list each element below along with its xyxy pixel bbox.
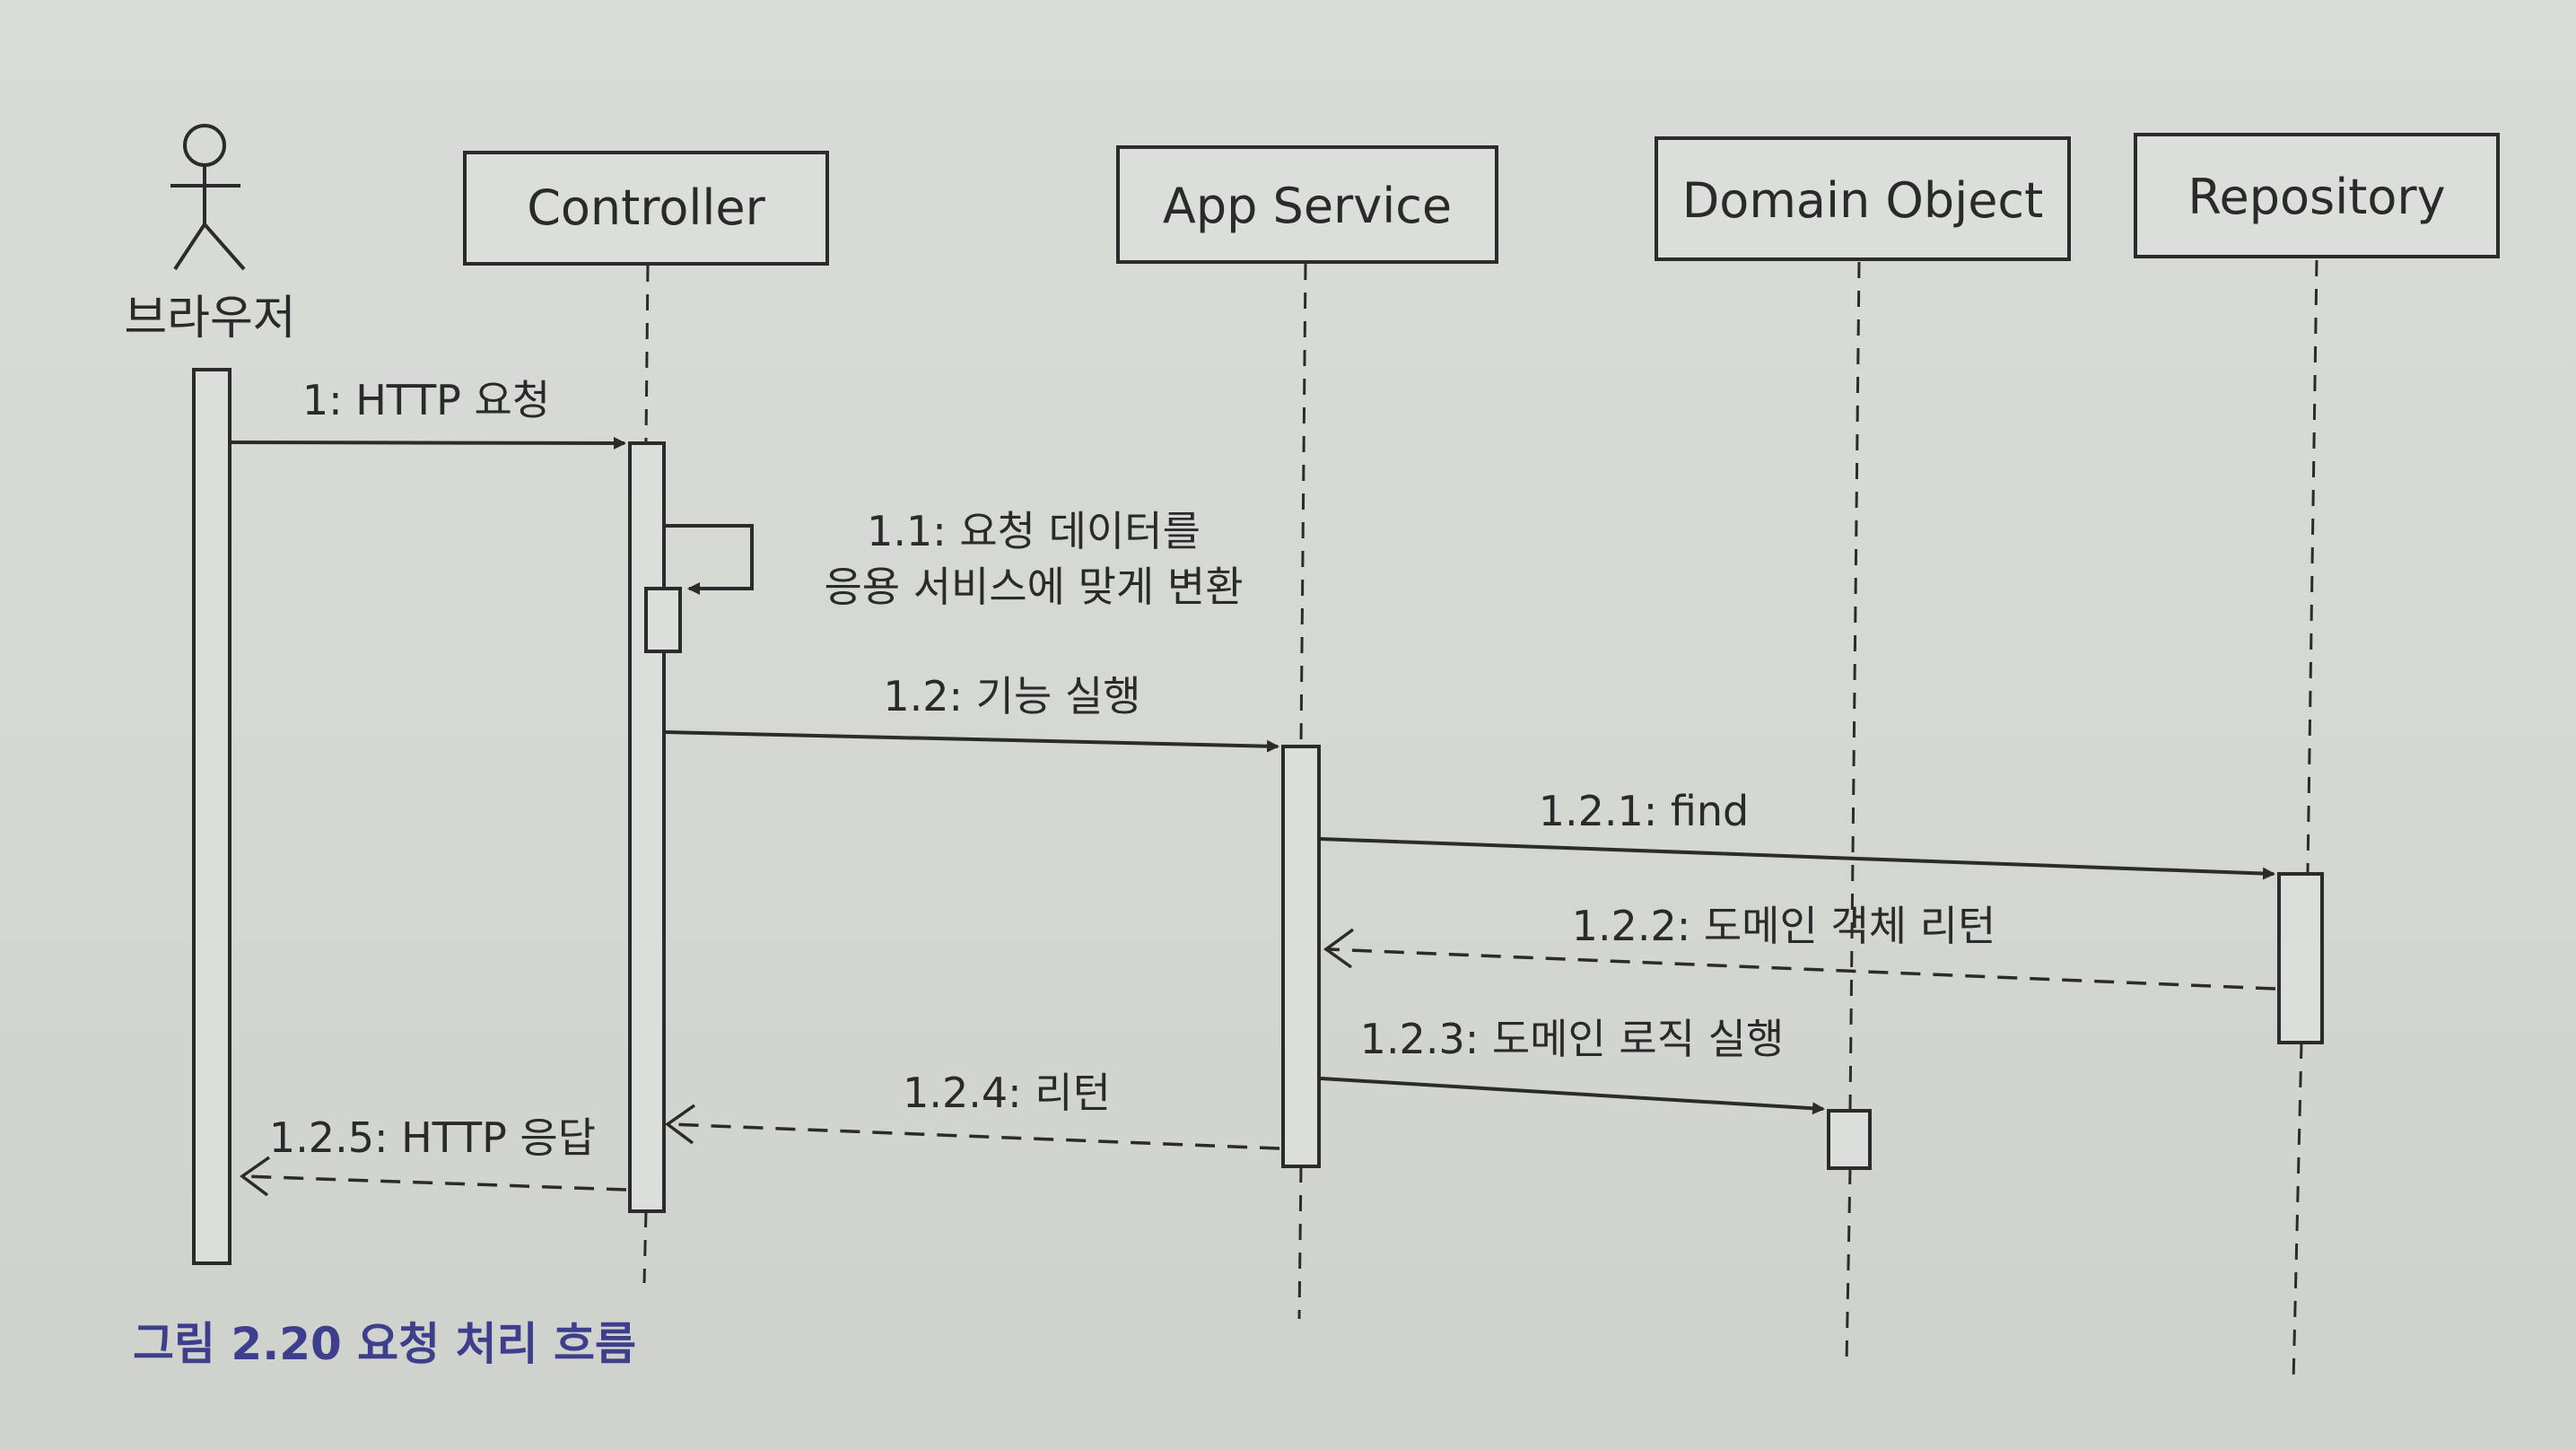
activation-controller [628,441,666,1213]
message-label: 1.2.3: 도메인 로직 실행 [1360,1015,1785,1063]
participant-domain-object: Domain Object [1655,136,2071,261]
actor-label: 브라우저 [124,292,295,345]
message-arrow [1320,1077,1825,1115]
activation-browser [192,368,231,1265]
message-label-line: 1.1: 요청 데이터를 [867,507,1201,555]
browser-actor [170,124,246,271]
message-label: 1.2.4: 리턴 [903,1069,1111,1117]
participant-app-service: App Service [1116,145,1498,264]
lifeline-app-service [1299,263,1307,746]
activation-domain-object [1827,1109,1872,1170]
return-arrow [243,1174,627,1191]
participant-controller: Controller [463,151,829,266]
figure-caption: 그림 2.20 요청 처리 흐름 [133,1318,636,1370]
return-arrowhead [240,1156,271,1197]
lifeline-controller [642,1210,648,1284]
self-message-arrow [666,524,754,595]
participant-label: Repository [2187,169,2445,225]
participant-repository: Repository [2134,133,2500,258]
activation-app-service [1281,745,1321,1168]
return-arrowhead [665,1104,696,1145]
message-arrow [231,436,626,450]
lifeline-app-service [1297,1165,1303,1320]
message-label: 1.2.1: find [1539,787,1750,835]
message-label: 1.2.5: HTTP 응답 [269,1113,596,1162]
message-label: 1.2: 기능 실행 [883,672,1140,720]
participant-label: Controller [527,179,765,236]
message-label: 1: HTTP 요청 [302,376,550,424]
activation-repository [2277,872,2324,1044]
lifeline-repository [2306,259,2318,873]
return-arrow [668,1122,1280,1150]
return-arrow [1327,947,2276,991]
message-arrow [665,730,1279,753]
actor-head-icon [183,124,226,167]
lifeline-controller [644,265,650,442]
participant-label: Domain Object [1682,172,2044,229]
participant-label: App Service [1163,178,1452,234]
return-arrowhead [1323,928,1355,969]
lifeline-domain-object [1845,1167,1852,1365]
message-label: 1.2.2: 도메인 객체 리턴 [1572,902,1996,950]
message-label-line: 응용 서비스에 맞게 변환 [824,563,1243,611]
activation-controller-self [644,587,682,653]
lifeline-domain-object [1848,261,1861,1110]
message-arrow [1320,837,2275,880]
lifeline-repository [2292,1042,2303,1383]
